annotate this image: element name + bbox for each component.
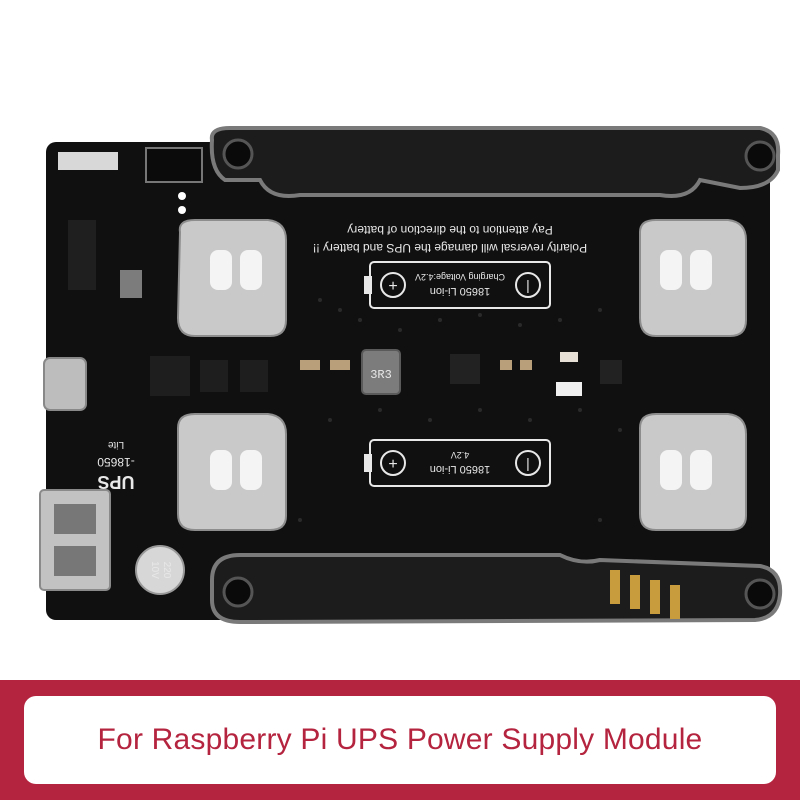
- bottom-bracket: [210, 553, 783, 625]
- ups-variant: Lite: [108, 439, 125, 450]
- usb-c-port: [43, 357, 87, 411]
- ups-label-group: UPS -18650 Lite: [97, 439, 135, 492]
- power-switch: [145, 147, 203, 183]
- capacitor-value: 220: [161, 562, 172, 579]
- battery-top-charge: Charging Voltage:4.2V: [415, 272, 505, 282]
- caption-box: For Raspberry Pi UPS Power Supply Module: [24, 696, 776, 784]
- ups-model: -18650: [97, 455, 135, 469]
- capacitor: [135, 545, 185, 595]
- pcb-vias: [298, 298, 622, 522]
- left-edge-components: 220 10V: [39, 147, 203, 595]
- battery-bottom-charge: 4.2V: [451, 450, 470, 460]
- component-row: 3R3: [150, 349, 622, 396]
- pogo-pins: [610, 570, 680, 619]
- clip-cutouts: [210, 250, 712, 490]
- battery-outline-top: + | 18650 Li-ion Charging Voltage:4.2V: [364, 261, 551, 309]
- screw-bottom-right: [744, 578, 776, 610]
- polarity-warning-line2: Pay attention to the direction of batter…: [347, 223, 552, 237]
- polarity-warning-line1: Polarity reversal will damage the UPS an…: [313, 241, 587, 255]
- product-photo: Polarity reversal will damage the UPS an…: [39, 126, 783, 625]
- top-bracket: [209, 126, 781, 198]
- capacitor-voltage: 10V: [149, 561, 160, 579]
- inductor-code: 3R3: [370, 368, 392, 382]
- minus-symbol-top: |: [526, 277, 530, 293]
- battery-bottom-model: 18650 Li-ion: [430, 463, 491, 475]
- screw-bottom-left: [222, 576, 254, 608]
- ups-board-illustration: Polarity reversal will damage the UPS an…: [39, 126, 783, 625]
- minus-symbol-bottom: |: [526, 455, 530, 471]
- battery-outline-bottom: + | 18650 Li-ion 4.2V: [364, 439, 551, 487]
- ups-label: UPS: [97, 472, 134, 492]
- plus-symbol-top: +: [388, 278, 397, 295]
- screw-top-right: [744, 140, 776, 172]
- screw-top-left: [222, 138, 254, 170]
- inductor: [361, 349, 401, 395]
- product-caption: For Raspberry Pi UPS Power Supply Module: [97, 723, 703, 756]
- plus-symbol-bottom: +: [388, 456, 397, 473]
- led-indicators: [58, 152, 118, 170]
- battery-top-model: 18650 Li-ion: [430, 285, 491, 297]
